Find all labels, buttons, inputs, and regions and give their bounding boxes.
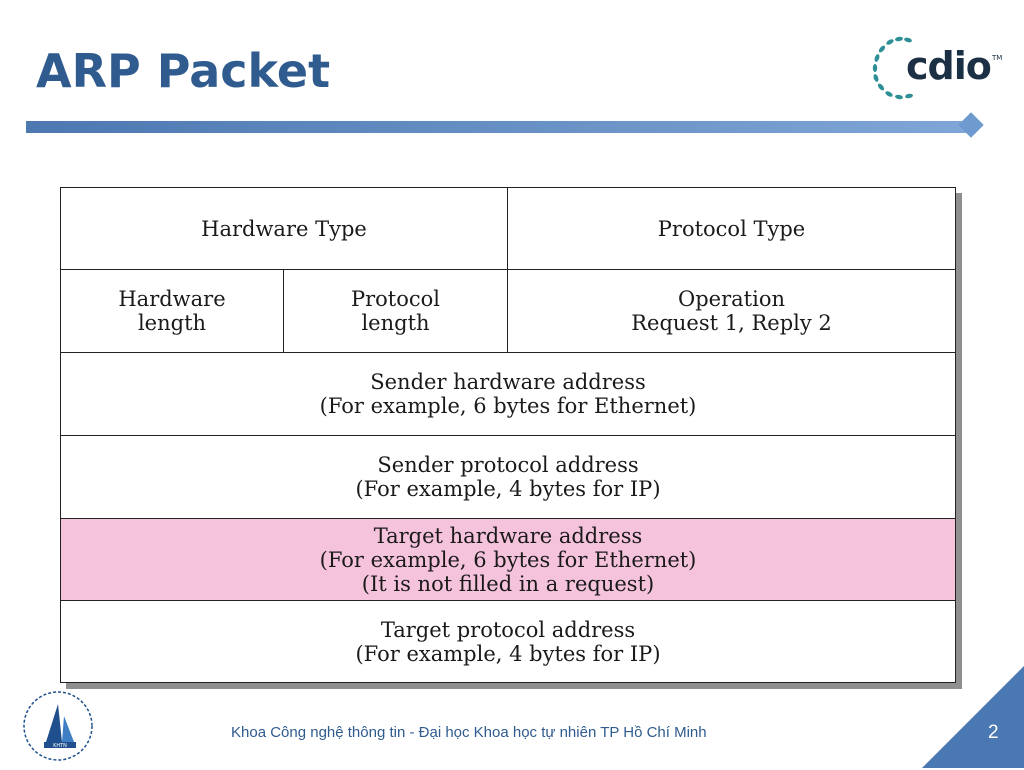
- arp-packet-diagram: Hardware Type Protocol Type Hardware len…: [60, 187, 956, 683]
- field-target-hardware-address: Target hardware address (For example, 6 …: [60, 519, 956, 601]
- field-target-protocol-address: Target protocol address (For example, 4 …: [60, 601, 956, 683]
- page-number: 2: [988, 722, 999, 743]
- university-badge-text: KHTN: [53, 743, 67, 749]
- corner-triangle: [922, 666, 1024, 768]
- cdio-logo-text: cdio: [906, 44, 992, 88]
- field-label: Protocol: [350, 287, 440, 311]
- field-note: (It is not filled in a request): [361, 571, 655, 596]
- field-protocol-length: Protocol length: [284, 270, 508, 353]
- field-label: Sender protocol address: [377, 453, 639, 477]
- field-sender-hardware-address: Sender hardware address (For example, 6 …: [60, 353, 956, 436]
- field-label: length: [361, 311, 430, 335]
- field-label: Hardware: [118, 287, 226, 311]
- packet-row-types: Hardware Type Protocol Type: [60, 187, 956, 270]
- field-detail: (For example, 4 bytes for IP): [355, 641, 661, 666]
- cdio-trademark: TM: [992, 54, 1003, 62]
- field-detail: (For example, 6 bytes for Ethernet): [319, 547, 697, 572]
- field-label: Sender hardware address: [370, 370, 646, 394]
- field-hardware-length: Hardware length: [60, 270, 284, 353]
- packet-row-target-proto: Target protocol address (For example, 4 …: [60, 601, 956, 683]
- packet-row-sender-proto: Sender protocol address (For example, 4 …: [60, 436, 956, 519]
- cdio-ring-icon: [872, 36, 913, 100]
- packet-row-lengths: Hardware length Protocol length Operatio…: [60, 270, 956, 353]
- university-seal-icon: KHTN: [23, 691, 93, 761]
- field-hardware-type: Hardware Type: [60, 187, 508, 270]
- footer-text: Khoa Công nghệ thông tin - Đại học Khoa …: [231, 724, 707, 741]
- field-protocol-type: Protocol Type: [508, 187, 956, 270]
- packet-row-sender-hw: Sender hardware address (For example, 6 …: [60, 353, 956, 436]
- field-label: Target protocol address: [380, 617, 636, 642]
- field-detail: (For example, 4 bytes for IP): [355, 477, 661, 501]
- title-underline-bar: [26, 121, 970, 133]
- field-detail: Request 1, Reply 2: [631, 311, 832, 335]
- field-label: Target hardware address: [373, 523, 643, 548]
- field-sender-protocol-address: Sender protocol address (For example, 4 …: [60, 436, 956, 519]
- field-label: Hardware Type: [201, 216, 367, 241]
- field-operation: Operation Request 1, Reply 2: [508, 270, 956, 353]
- cdio-logo: cdio TM: [868, 30, 1008, 110]
- university-logo: KHTN: [12, 686, 104, 766]
- title-bar-diamond: [958, 112, 984, 138]
- slide-title: ARP Packet: [36, 44, 331, 98]
- field-label: Operation: [678, 287, 785, 311]
- packet-row-target-hw: Target hardware address (For example, 6 …: [60, 519, 956, 601]
- field-detail: (For example, 6 bytes for Ethernet): [319, 394, 697, 418]
- field-label: length: [137, 311, 207, 335]
- field-label: Protocol Type: [657, 216, 806, 241]
